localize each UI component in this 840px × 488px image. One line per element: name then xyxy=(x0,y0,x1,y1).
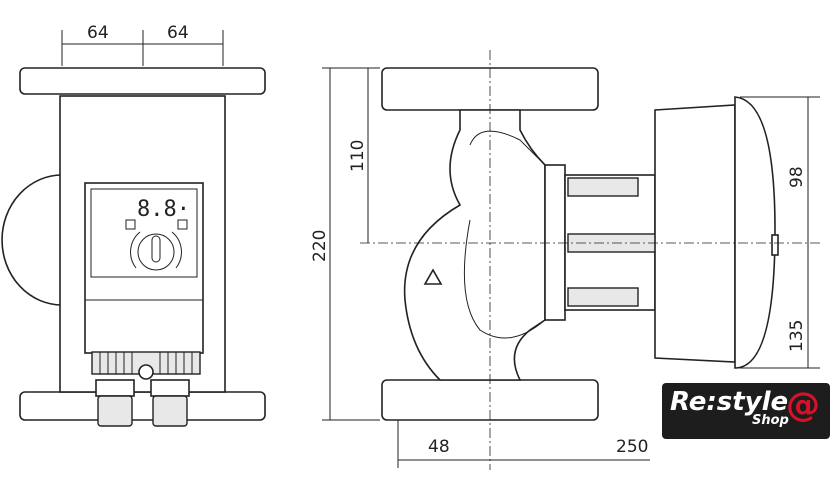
dim-250: 250 xyxy=(616,437,648,457)
cable-gland-right xyxy=(150,379,190,397)
dim-98: 98 xyxy=(787,166,807,188)
flow-direction-icon xyxy=(423,268,443,285)
mode-icon-left xyxy=(125,219,136,230)
cable-gland-left xyxy=(95,379,135,397)
cable-gland-left-nut xyxy=(97,395,133,427)
motor-bulge xyxy=(1,174,63,306)
control-cover xyxy=(734,96,776,369)
mode-icon-right xyxy=(177,219,188,230)
front-view: 8.8· 64 64 xyxy=(1,23,266,427)
dim-64-right: 64 xyxy=(167,23,189,43)
dim-135: 135 xyxy=(787,320,807,352)
dim-220: 220 xyxy=(310,230,330,262)
dim-48: 48 xyxy=(428,437,450,457)
logo-main-text: Re:style xyxy=(670,387,789,417)
display-panel xyxy=(90,188,198,278)
motor-housing xyxy=(654,104,736,363)
display-readout: 8.8· xyxy=(137,197,190,222)
side-view: 220 110 98 135 48 250 xyxy=(310,50,820,470)
control-knob[interactable] xyxy=(137,233,175,271)
motor-flange xyxy=(544,164,566,321)
dim-110: 110 xyxy=(348,140,368,172)
control-box xyxy=(84,182,204,354)
cable-gland-right-nut xyxy=(152,395,188,427)
dim-64-left: 64 xyxy=(87,23,109,43)
volute-casing xyxy=(403,109,546,381)
logo-cart-icon: @ xyxy=(786,385,820,425)
screw-icon xyxy=(138,364,154,380)
top-flange xyxy=(19,67,266,95)
bottom-flange xyxy=(19,391,266,421)
restyle-shop-logo: Re:style Shop @ xyxy=(662,383,830,439)
logo-sub-text: Shop xyxy=(752,413,789,428)
